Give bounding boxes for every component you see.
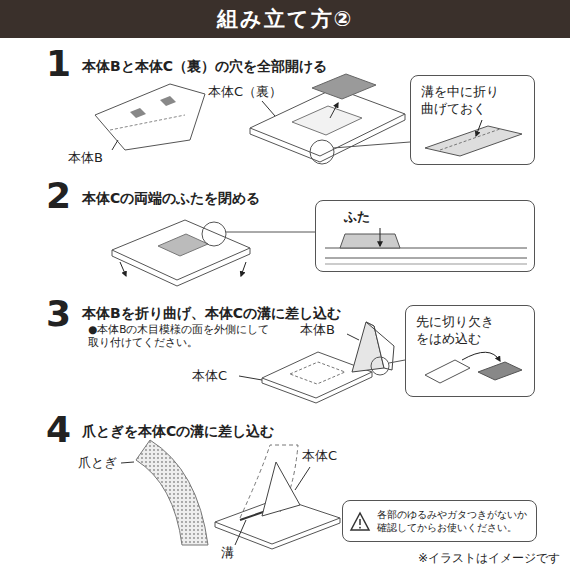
step-heading: 爪とぎを本体Cの溝に差し込む	[82, 423, 274, 441]
part-label: 本体C	[192, 368, 227, 384]
step-number: 2	[46, 178, 71, 214]
close-arrow	[241, 262, 246, 276]
warning-icon	[351, 513, 369, 530]
zoom-box: ふた	[315, 200, 535, 272]
fold-line	[440, 129, 500, 150]
page-title: 組み立て方②	[0, 0, 570, 38]
callout-box: 溝を中に折り 曲げておく	[410, 75, 535, 165]
part-label: 本体B	[68, 150, 103, 166]
hole-tab	[130, 108, 146, 118]
footnote: ※イラストはイメージです	[418, 551, 560, 566]
node-text: 各部のゆるみやガタつきがないか 確認してからお使いください。	[377, 508, 530, 535]
warning-icon	[359, 527, 361, 529]
slot-square	[478, 362, 522, 380]
step-number: 1	[46, 46, 71, 82]
notch-piece	[425, 360, 470, 383]
leader-line	[226, 232, 315, 233]
leader-line	[235, 520, 246, 545]
node-text: 先に切り欠き をはめ込む	[416, 314, 524, 348]
fold-arrow	[476, 120, 482, 136]
hole-tab	[160, 96, 176, 106]
body-c-edge	[262, 372, 372, 403]
hole-outline	[292, 106, 362, 135]
folded-strip	[425, 126, 522, 156]
close-arrow	[120, 262, 126, 276]
lift-arrow	[330, 103, 338, 118]
step-number: 4	[46, 412, 71, 448]
hole-piece	[312, 74, 376, 99]
body-c-plate	[112, 220, 250, 280]
leader-line	[112, 140, 118, 150]
step-heading: 本体Bを折り曲げ、本体Cの溝に差し込む	[82, 305, 341, 323]
part-label: 本体C	[302, 448, 337, 464]
slot-guide	[290, 362, 345, 384]
fold-line	[110, 115, 185, 130]
insert-arrow	[462, 352, 500, 361]
callout-box: 先に切り欠き をはめ込む	[405, 305, 535, 397]
title-band	[0, 0, 570, 38]
center-square	[158, 234, 208, 256]
step-number: 3	[46, 296, 71, 332]
leader-line	[239, 376, 262, 380]
zoom-circle	[310, 140, 334, 164]
step-heading: 本体Cの両端のふたを閉める	[82, 190, 260, 208]
body-c-edge	[215, 518, 340, 549]
part-label: 本体B	[300, 322, 335, 338]
step-heading: 本体Bと本体C（裏）の穴を全部開ける	[82, 58, 327, 76]
leader-line	[333, 142, 410, 148]
strip-line	[325, 264, 527, 265]
leader-line	[347, 334, 359, 340]
part-label: 溝	[221, 545, 234, 561]
part-label: 本体C（裏）	[208, 84, 282, 100]
warning-icon	[359, 519, 361, 525]
strip-line	[325, 258, 527, 259]
zoom-circle	[371, 357, 389, 375]
warning-box: 各部のゆるみやガタつきがないか 確認してからお使いください。	[342, 500, 537, 542]
note-text: ●本体Bの木目模様の面を外側にして 取り付けてください。	[88, 323, 293, 349]
node-text: 溝を中に折り 曲げておく	[421, 84, 524, 118]
body-b-sheet	[95, 84, 205, 150]
node-text: ふた	[344, 208, 524, 226]
leader-line	[121, 462, 134, 463]
lid-flap	[340, 234, 400, 248]
lid-arrow	[380, 228, 381, 246]
part-label: 爪とぎ	[78, 455, 117, 471]
scratcher-pad	[136, 440, 208, 545]
zoom-circle	[202, 222, 226, 246]
leader-line	[262, 101, 275, 116]
leader-line	[389, 360, 405, 363]
leader-line	[295, 467, 310, 490]
body-b-stand	[262, 462, 300, 516]
